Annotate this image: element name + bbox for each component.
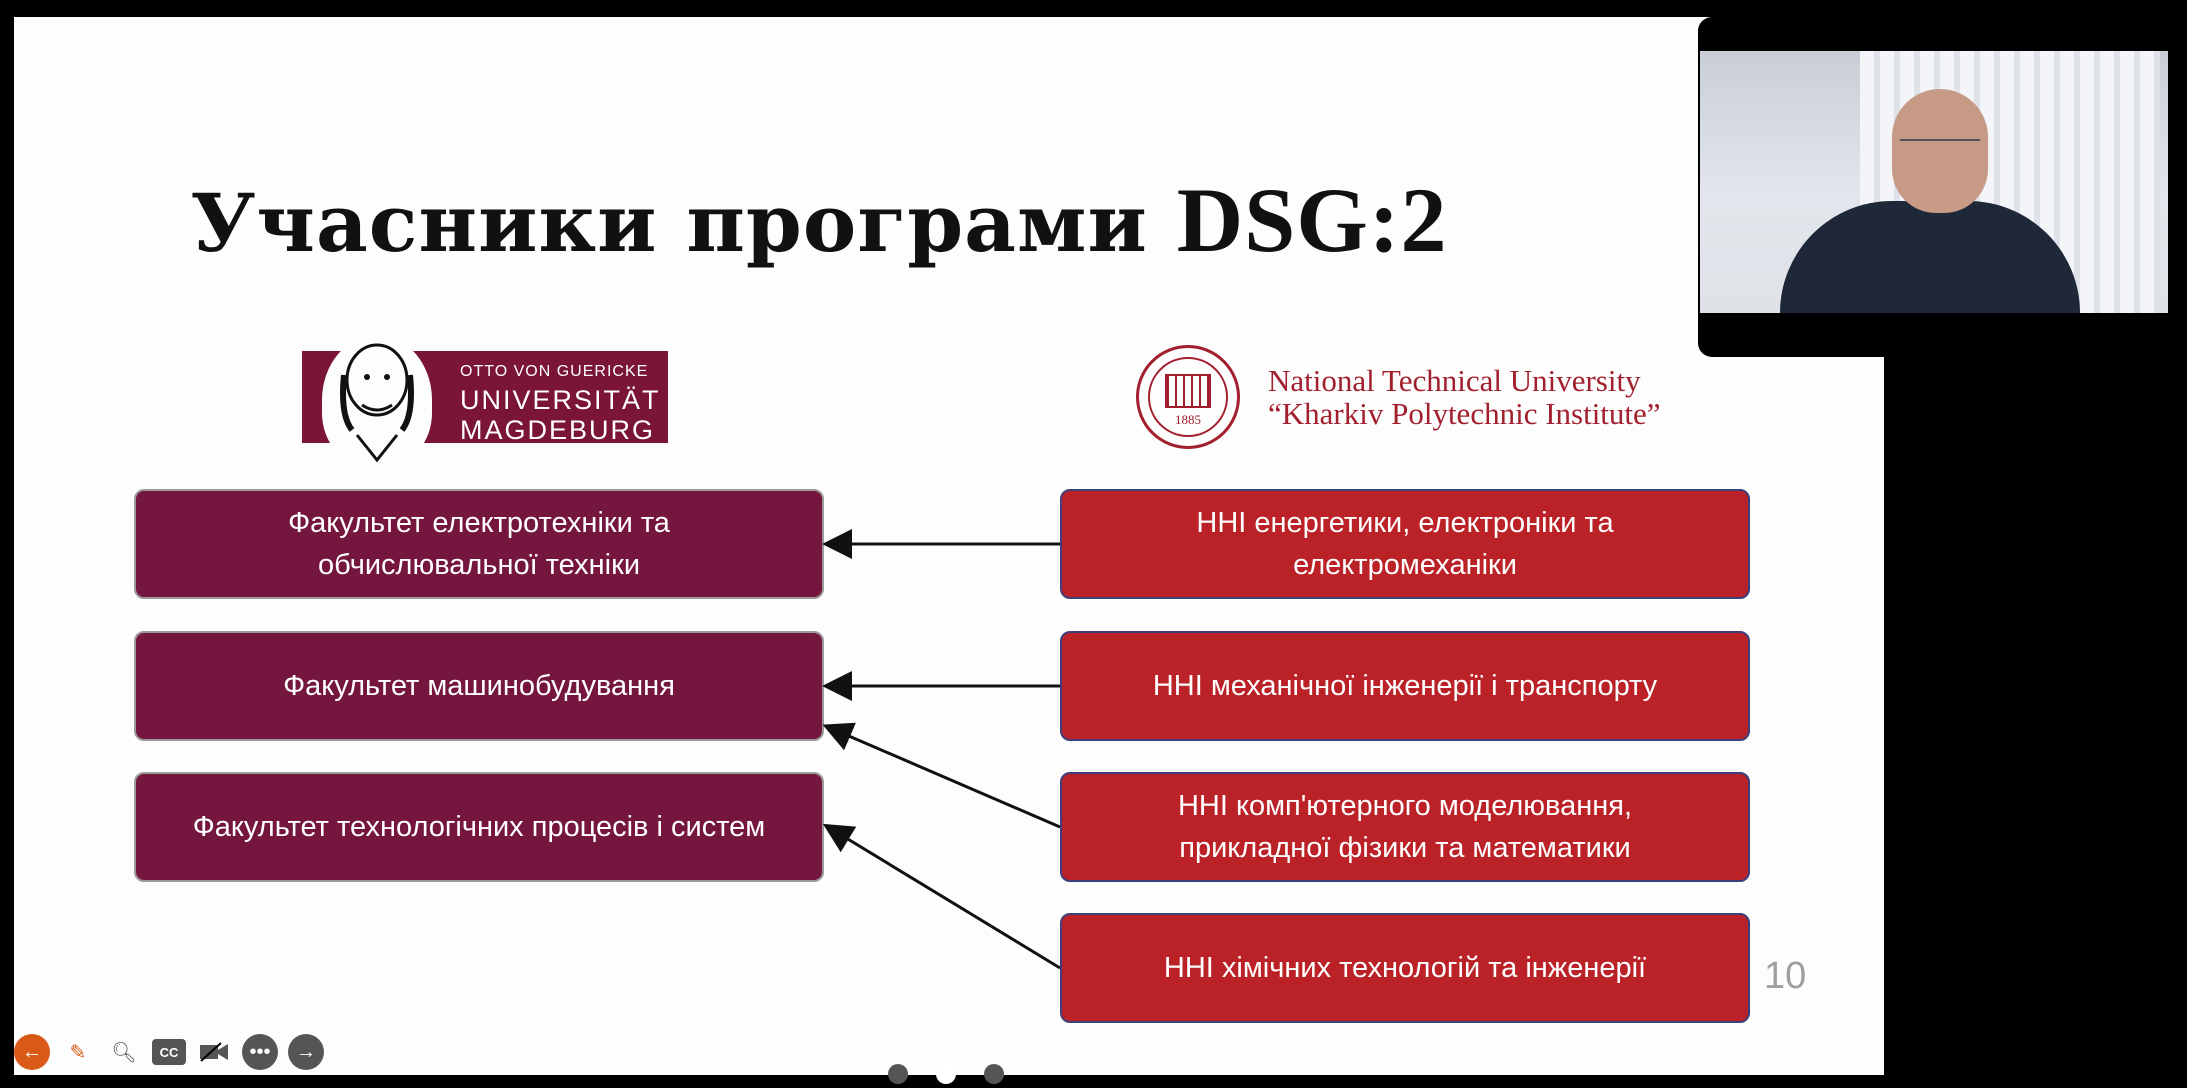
khpi-logo: 1885 National Technical University “Khar…	[1122, 331, 1722, 461]
webcam-feed	[1700, 51, 2168, 313]
video-off-icon[interactable]	[196, 1034, 232, 1070]
pen-icon[interactable]: ✎	[69, 1041, 87, 1064]
presenter-head	[1892, 89, 1988, 213]
captions-icon[interactable]: CC	[152, 1039, 186, 1065]
right-box-energy: ННІ енергетики, електроніки та електроме…	[1060, 489, 1750, 599]
right-box-chemical: ННІ хімічних технологій та інженерії	[1060, 913, 1750, 1023]
right-box-computer-modeling: ННІ комп'ютерного моделювання, прикладно…	[1060, 772, 1750, 882]
slide-page-number: 10	[1764, 955, 1807, 997]
webcam-overlay[interactable]	[1698, 17, 2173, 357]
title-text: Учасники програми	[190, 176, 1148, 270]
left-box-faculty-process: Факультет технологічних процесів і систе…	[134, 772, 824, 882]
arrow-chemical-to-process	[822, 823, 1061, 970]
progress-dot-active[interactable]	[936, 1064, 956, 1084]
presenter-glasses	[1900, 139, 1980, 155]
guericke-portrait-icon	[322, 335, 432, 465]
khpi-seal-icon: 1885	[1136, 345, 1240, 449]
khpi-name-line2: “Kharkiv Polytechnic Institute”	[1268, 396, 1661, 431]
title-program-code: DSG:2	[1176, 169, 1448, 271]
right-box-mechanical-transport: ННІ механічної інженерії і транспорту	[1060, 631, 1750, 741]
ovgu-logo: OTTO VON GUERICKE UNIVERSITÄT MAGDEBURG	[302, 331, 672, 471]
zoom-icon[interactable]: 🔍︎	[111, 1041, 137, 1064]
khpi-seal-year: 1885	[1175, 412, 1201, 427]
slide-progress-dots	[888, 1064, 1004, 1084]
left-box-faculty-mechanical: Факультет машинобудування	[134, 631, 824, 741]
presentation-slide: Учасники програми DSG:2 OTTO VON GUERICK…	[14, 17, 1884, 1075]
progress-dot[interactable]	[984, 1064, 1004, 1084]
presenter-body	[1780, 201, 2080, 313]
progress-dot[interactable]	[888, 1064, 908, 1084]
presentation-toolbar: ← ✎ 🔍︎ CC ••• →	[14, 1034, 324, 1070]
more-icon[interactable]: •••	[242, 1034, 278, 1070]
khpi-name-line1: National Technical University	[1268, 363, 1641, 398]
ovgu-line3: MAGDEBURG	[460, 415, 656, 445]
back-arrow-icon[interactable]: ←	[14, 1034, 50, 1070]
slide-title: Учасники програми DSG:2	[14, 167, 1624, 273]
ovgu-line1: OTTO VON GUERICKE	[460, 363, 649, 380]
arrow-computer-to-mechanical	[822, 722, 1061, 829]
ovgu-line2: UNIVERSITÄT	[460, 385, 661, 415]
left-box-faculty-electrical: Факультет електротехніки та обчислювальн…	[134, 489, 824, 599]
forward-arrow-icon[interactable]: →	[288, 1034, 324, 1070]
